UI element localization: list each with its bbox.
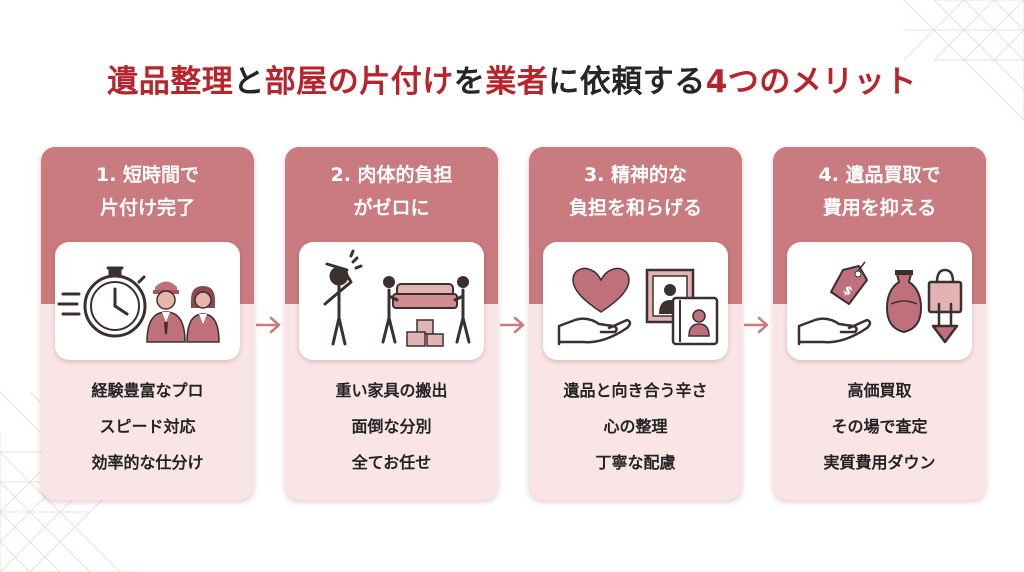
card-illustration xyxy=(55,242,240,360)
card-illustration xyxy=(299,242,484,360)
list-item: 丁寧な配慮 xyxy=(595,453,676,472)
list-item: 高価買取 xyxy=(847,381,912,400)
list-item: その場で査定 xyxy=(831,417,928,436)
card-points: 遺品と向き合う辛さ 心の整理 丁寧な配慮 xyxy=(529,373,742,481)
card-points: 重い家具の搬出 面倒な分別 全てお任せ xyxy=(285,373,498,481)
stopwatch-icon xyxy=(57,266,147,338)
arrow-right-icon xyxy=(256,316,281,334)
arrow-right-icon xyxy=(744,316,769,334)
merit-card-3: 3. 精神的な 負担を和らげる 遺品と向き合う辛さ 心の整理 丁寧な配慮 xyxy=(529,147,742,500)
headline-part: 遺品整理 xyxy=(107,64,234,100)
card-title: 4. 遺品買取で 費用を抑える xyxy=(818,164,941,219)
list-item: 経験豊富なプロ xyxy=(91,381,204,400)
list-item: 重い家具の搬出 xyxy=(335,381,448,400)
card-points: 高価買取 その場で査定 実質費用ダウン xyxy=(773,373,986,481)
card-title: 2. 肉体的負担 がゼロに xyxy=(330,164,453,219)
list-item: 実質費用ダウン xyxy=(823,453,936,472)
price-tag-hand-icon: $ xyxy=(797,261,872,346)
headline-part: を xyxy=(453,64,486,100)
shopping-bag-down-icon xyxy=(927,268,963,344)
movers-carrying-sofa-icon xyxy=(381,276,471,347)
card-title: 1. 短時間で 片付け完了 xyxy=(95,164,200,219)
arrow-right-icon xyxy=(500,316,525,334)
headline-part: 4つのメリット xyxy=(705,64,917,100)
movers-staff-icon xyxy=(146,281,220,343)
list-item: 遺品と向き合う辛さ xyxy=(563,381,708,400)
headline: 遺品整理と部屋の片付けを業者に依頼する4つのメリット xyxy=(0,56,1024,101)
list-item: 心の整理 xyxy=(603,417,668,436)
list-item: 全てお任せ xyxy=(351,453,432,472)
heart-in-hand-icon xyxy=(557,267,632,346)
card-points: 経験豊富なプロ スピード対応 効率的な仕分け xyxy=(41,373,254,481)
list-item: スピード対応 xyxy=(99,417,196,436)
photo-album-icon xyxy=(645,268,719,346)
list-item: 面倒な分別 xyxy=(351,417,432,436)
headline-part: 業者 xyxy=(485,64,549,100)
merit-card-1: 1. 短時間で 片付け完了 xyxy=(41,147,254,500)
headline-part: に依頼する xyxy=(548,64,706,100)
card-illustration xyxy=(543,242,728,360)
card-illustration: $ xyxy=(787,242,972,360)
merit-card-4: 4. 遺品買取で 費用を抑える $ 高価買取 そ xyxy=(773,147,986,500)
vase-icon xyxy=(886,270,922,333)
merit-card-2: 2. 肉体的負担 がゼロに 重い家具の搬出 xyxy=(285,147,498,500)
list-item: 効率的な仕分け xyxy=(91,453,204,472)
tired-person-icon xyxy=(323,249,363,346)
headline-part: と xyxy=(233,64,265,100)
headline-part: 部屋の片付け xyxy=(264,64,454,100)
card-title: 3. 精神的な 負担を和らげる xyxy=(568,164,702,219)
